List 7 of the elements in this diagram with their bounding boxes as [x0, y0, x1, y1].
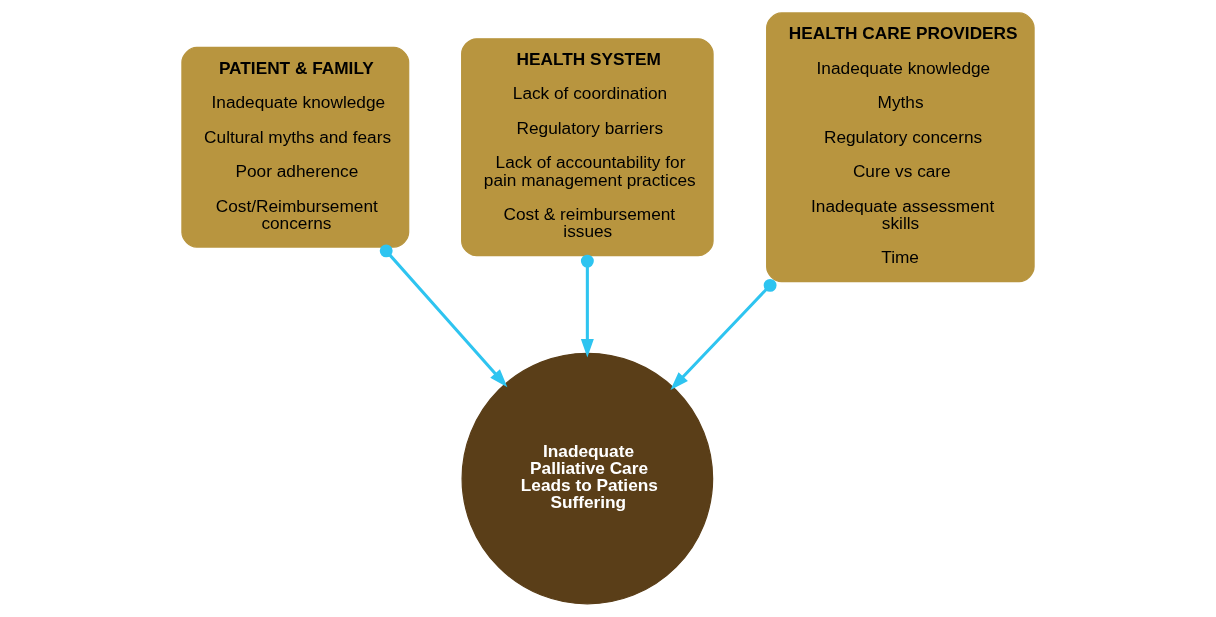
arrow [670, 278, 777, 391]
arrow [379, 244, 508, 388]
node-circle: Inadequate Palliative Care Leads to Patiens Suffering [461, 352, 714, 605]
node-box: HEALTH CARE PROVIDERS Inadequate knowledge Myths Regulatory concerns Cure vs care Inadequate assessment skills Time [766, 12, 1035, 283]
node-box: HEALTH SYSTEM Lack of coordination Regulatory barriers Lack of accountability for pain management practices Cost & reimbursement issues [461, 38, 714, 257]
arrow [580, 254, 594, 358]
node-box: PATIENT & FAMILY Inadequate knowledge Cultural myths and fears Poor adherence Cost/Reimbursement concerns [181, 46, 410, 248]
